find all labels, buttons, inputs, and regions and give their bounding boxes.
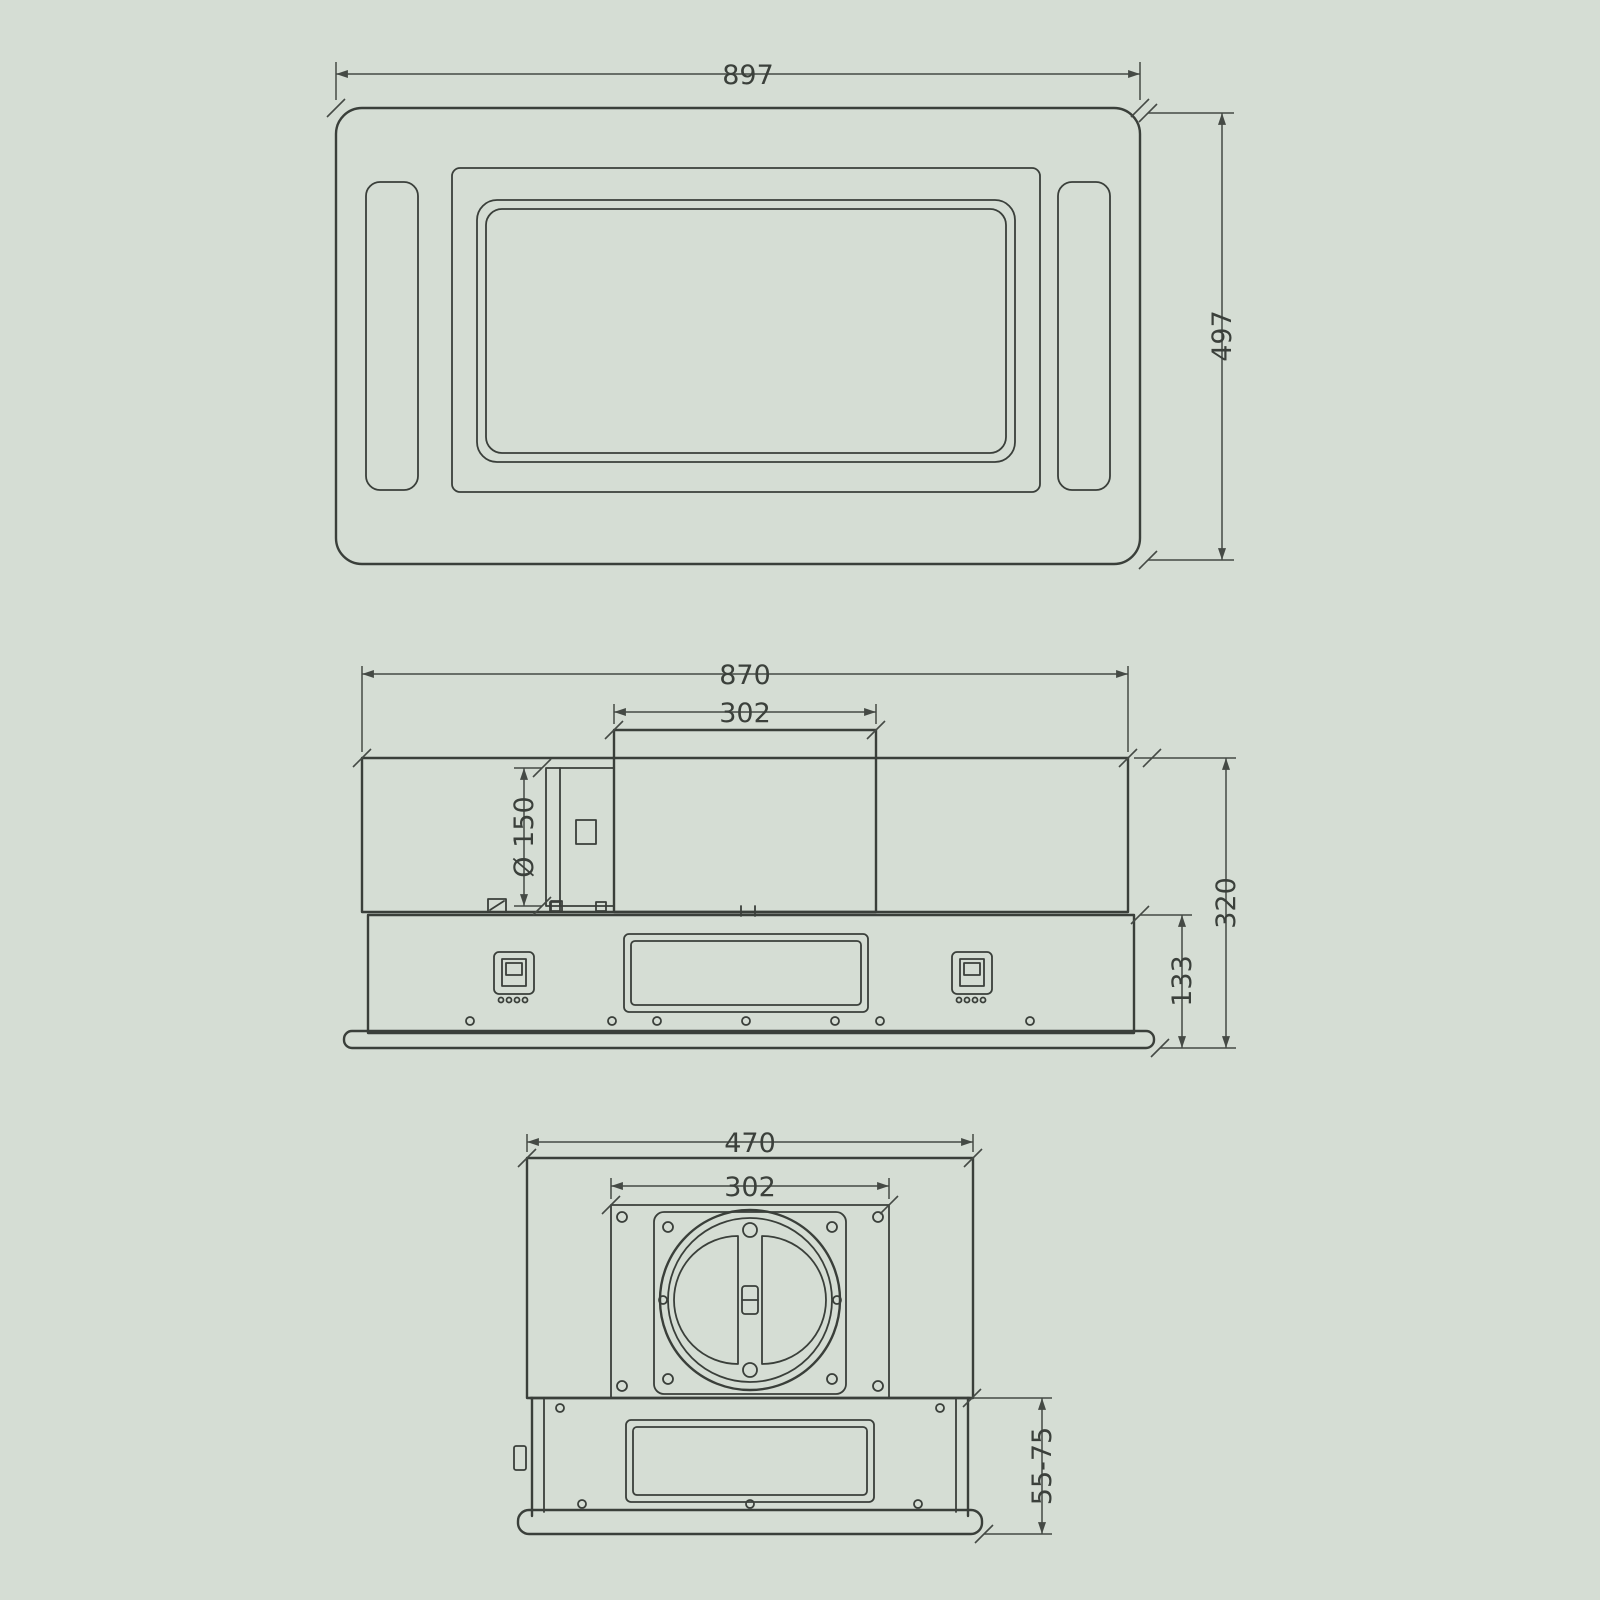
dim-side-adjustable-height-label: 55-75 <box>1027 1427 1058 1505</box>
dim-duct-diameter-label: Ø 150 <box>509 796 540 877</box>
right-filter-strip <box>1057 181 1111 491</box>
dim-top-width-label: 897 <box>722 60 774 91</box>
dim-front-body-height: 133 <box>1130 905 1198 1048</box>
right-connector-box <box>951 951 993 1004</box>
duct-spigot-damper <box>658 1208 842 1392</box>
side-bottom-lip <box>516 1508 984 1536</box>
dim-side-duct-depth: 302 <box>601 1172 899 1215</box>
front-bottom-lip <box>342 1029 1156 1050</box>
side-clip <box>513 1445 527 1471</box>
dim-front-body-height-label: 133 <box>1167 955 1198 1007</box>
side-view: 470 302 55-75 <box>513 1128 1058 1544</box>
dim-duct-box-width: 302 <box>604 698 886 740</box>
dim-duct-diameter: Ø 150 <box>509 758 552 916</box>
glass-panel-outer <box>476 199 1016 463</box>
damper-flap-right <box>761 1235 827 1365</box>
mounting-bracket <box>487 898 507 913</box>
dim-front-width: 870 <box>352 660 1138 768</box>
left-filter-strip <box>365 181 419 491</box>
dim-front-width-label: 870 <box>719 660 771 691</box>
dim-top-depth: 497 <box>1138 103 1238 570</box>
dim-front-height: 320 <box>1134 748 1242 1058</box>
dim-duct-box-width-label: 302 <box>719 698 771 729</box>
damper-actuator <box>575 819 597 845</box>
dim-side-duct-depth-label: 302 <box>724 1172 776 1203</box>
front-housing <box>360 756 1130 914</box>
dim-top-depth-label: 497 <box>1207 310 1238 362</box>
glass-panel-inner <box>485 208 1007 454</box>
central-panel-frame <box>451 167 1041 493</box>
dim-side-adjustable-height: 55-75 <box>962 1388 1058 1544</box>
mounting-bracket <box>550 900 563 913</box>
dim-top-width: 897 <box>326 60 1150 118</box>
damper-flap-left <box>673 1235 739 1365</box>
top-view-body-outline <box>334 106 1142 566</box>
duct-cylinder <box>545 767 615 907</box>
left-connector-box <box>493 951 535 1004</box>
light-panel-outer <box>623 933 869 1013</box>
side-light-panel-inner <box>632 1426 868 1496</box>
fan-mounting-plate <box>653 1211 847 1395</box>
top-view: 897 497 <box>326 60 1238 570</box>
dim-side-depth: 470 <box>517 1128 983 1168</box>
front-lower-body <box>366 913 1136 1035</box>
side-light-panel-outer <box>625 1419 875 1503</box>
light-panel-inner <box>630 940 862 1006</box>
dim-front-height-label: 320 <box>1211 877 1242 929</box>
front-view: 870 302 Ø 150 320 <box>342 660 1242 1058</box>
dim-side-depth-label: 470 <box>724 1128 776 1159</box>
